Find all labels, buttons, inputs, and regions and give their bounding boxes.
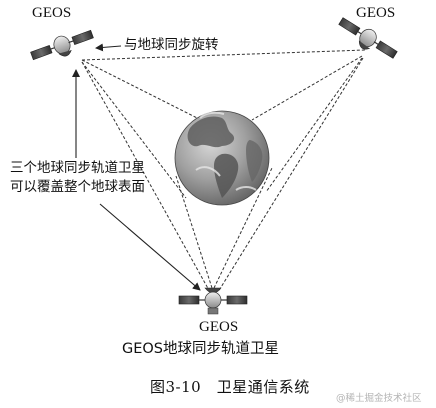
earth-landmass-africa <box>246 140 263 182</box>
satellite-right <box>338 17 398 59</box>
solar-panel-left-a <box>30 44 53 61</box>
link-left-bottom <box>81 61 211 293</box>
panel-arm <box>373 41 379 45</box>
tangent-right-top <box>251 55 363 121</box>
diagram-subtitle: GEOS地球同步轨道卫星 <box>122 341 280 357</box>
satellite-bottom-label: GEOS <box>199 319 239 335</box>
solar-panel-bottom-b <box>226 295 248 305</box>
rotate-annotation: 与地球同步旋转 <box>124 37 219 53</box>
link-right-bottom <box>217 57 364 293</box>
satellite-left-label: GEOS <box>32 5 72 21</box>
earth-tangent-lines <box>81 55 363 289</box>
link-left-right <box>81 49 366 61</box>
tangent-right-bottom <box>265 57 363 193</box>
earth-landmass-north-america <box>187 116 235 148</box>
satellite-dish <box>58 50 72 57</box>
satellite-body <box>359 28 377 48</box>
arrow-coverage-down <box>99 203 201 291</box>
tangent-bottom-right <box>213 167 273 289</box>
satellite-left <box>30 29 94 61</box>
satellite-right-label: GEOS <box>356 5 396 21</box>
solar-panel-right-b <box>375 40 398 59</box>
tangent-left-bottom <box>81 61 187 199</box>
satellite-bottom <box>178 287 248 315</box>
earth <box>174 110 270 206</box>
earth-landmass-south-america <box>214 153 239 198</box>
coverage-annotation-line2: 可以覆盖整个地球表面 <box>10 179 145 195</box>
earth-cloud <box>195 111 257 191</box>
solar-panel-left-b <box>71 29 94 46</box>
solar-panel-bottom-a <box>178 295 200 305</box>
satellite-dish <box>358 40 370 50</box>
satellite-body <box>204 291 222 309</box>
satellite-links <box>81 49 366 293</box>
coverage-annotation-line1: 三个地球同步轨道卫星 <box>10 160 145 176</box>
watermark: @稀土掘金技术社区 <box>336 393 422 404</box>
arrow-rotate <box>95 43 122 52</box>
tangent-left-top <box>81 59 208 124</box>
panel-arm <box>68 40 74 44</box>
satellite-base <box>207 307 219 315</box>
annotation-arrows <box>72 43 201 291</box>
figure-caption: 图3-10 卫星通信系统 <box>150 378 310 396</box>
